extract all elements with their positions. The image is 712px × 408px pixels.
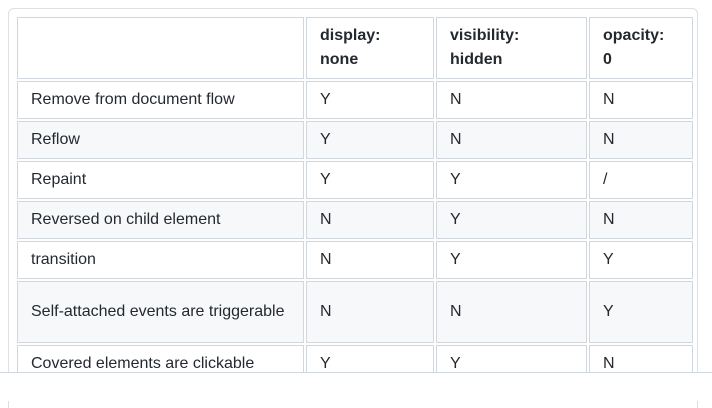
row-label: Reversed on child element (17, 201, 304, 239)
row-label: Reflow (17, 121, 304, 159)
cell-display: N (306, 201, 434, 239)
cell-opacity: / (589, 161, 693, 199)
header-display-line1: display: (320, 27, 381, 44)
comparison-table: display: none visibility: hidden opacity… (15, 15, 695, 385)
cell-visibility: N (436, 81, 587, 119)
page-bottom-divider (0, 372, 712, 401)
header-cell-display: display: none (306, 17, 434, 79)
header-cell-opacity: opacity: 0 (589, 17, 693, 79)
row-label: Repaint (17, 161, 304, 199)
row-label: Self-attached events are triggerable (17, 281, 304, 343)
header-cell-empty (17, 17, 304, 79)
header-row: display: none visibility: hidden opacity… (17, 17, 693, 79)
cell-visibility: Y (436, 241, 587, 279)
row-label: Remove from document flow (17, 81, 304, 119)
row-label: transition (17, 241, 304, 279)
cell-opacity: Y (589, 241, 693, 279)
table-container: display: none visibility: hidden opacity… (8, 8, 698, 408)
header-opacity-line1: opacity: (603, 27, 665, 44)
header-visibility-line2: hidden (450, 51, 503, 68)
cell-visibility: N (436, 281, 587, 343)
header-visibility-line1: visibility: (450, 27, 520, 44)
cell-opacity: N (589, 201, 693, 239)
cell-visibility: Y (436, 201, 587, 239)
cell-display: N (306, 241, 434, 279)
cell-display: Y (306, 81, 434, 119)
cell-visibility: N (436, 121, 587, 159)
cell-visibility: Y (436, 161, 587, 199)
table-row: Repaint Y Y / (17, 161, 693, 199)
header-cell-visibility: visibility: hidden (436, 17, 587, 79)
cell-opacity: N (589, 81, 693, 119)
table-row: transition N Y Y (17, 241, 693, 279)
table-row: Remove from document flow Y N N (17, 81, 693, 119)
cell-display: N (306, 281, 434, 343)
table-row: Self-attached events are triggerable N N… (17, 281, 693, 343)
cell-display: Y (306, 121, 434, 159)
cell-opacity: Y (589, 281, 693, 343)
table-row: Reversed on child element N Y N (17, 201, 693, 239)
cell-display: Y (306, 161, 434, 199)
header-opacity-line2: 0 (603, 51, 612, 68)
table-row: Reflow Y N N (17, 121, 693, 159)
cell-opacity: N (589, 121, 693, 159)
header-display-line2: none (320, 51, 359, 68)
